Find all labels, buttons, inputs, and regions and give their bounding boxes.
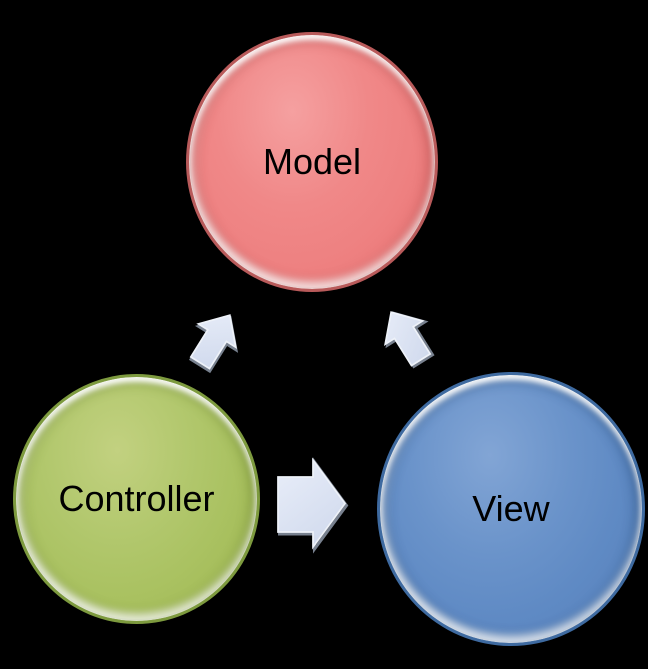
arrow-controller-to-model-icon <box>188 314 239 374</box>
arrow-bevel-shadow <box>188 315 239 374</box>
node-view-label: View <box>472 488 550 529</box>
arrow-body <box>384 311 432 367</box>
arrow-controller-to-view-icon <box>277 457 349 554</box>
node-controller: Controller <box>13 374 260 624</box>
arrow-bevel-shadow <box>385 311 435 369</box>
node-model: Model <box>186 32 438 292</box>
arrow-view-to-model-icon <box>384 311 435 369</box>
node-view: View <box>377 372 645 646</box>
arrow-body <box>277 457 347 550</box>
node-model-label: Model <box>262 141 362 182</box>
arrow-body <box>189 314 237 370</box>
node-controller-label: Controller <box>58 478 215 519</box>
